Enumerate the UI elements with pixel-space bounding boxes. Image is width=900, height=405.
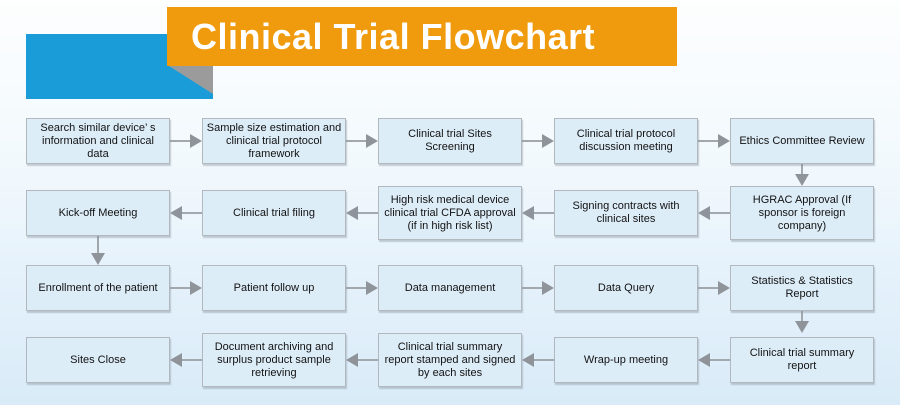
node-protocol-discussion: Clinical trial protocol discussion meeti… bbox=[554, 118, 698, 164]
node-data-management: Data management bbox=[378, 265, 522, 311]
node-cfda-approval: High risk medical device clinical trial … bbox=[378, 186, 522, 240]
arrow-head bbox=[190, 281, 202, 295]
node-label: Sites Close bbox=[70, 353, 126, 366]
arrow-head bbox=[698, 353, 710, 367]
node-signing-contracts: Signing contracts with clinical sites bbox=[554, 190, 698, 236]
arrow-right-icon bbox=[698, 134, 730, 148]
arrow-shaft bbox=[97, 236, 99, 253]
arrow-head bbox=[170, 353, 182, 367]
arrow-shaft bbox=[534, 212, 554, 214]
arrow-shaft bbox=[698, 140, 718, 142]
node-search-device-info: Search similar device’ s information and… bbox=[26, 118, 170, 164]
node-label: Clinical trial protocol discussion meeti… bbox=[576, 128, 676, 153]
arrow-left-icon bbox=[522, 206, 554, 220]
node-label: Data Query bbox=[597, 281, 655, 294]
node-label: Wrap-up meeting bbox=[583, 353, 669, 366]
arrow-left-icon bbox=[170, 353, 202, 367]
arrow-head bbox=[698, 206, 710, 220]
arrow-head bbox=[542, 134, 554, 148]
node-label: Signing contracts with clinical sites bbox=[572, 200, 680, 225]
node-sites-screening: Clinical trial Sites Screening bbox=[378, 118, 522, 164]
arrow-head bbox=[718, 281, 730, 295]
node-label: Patient follow up bbox=[233, 281, 315, 294]
node-trial-filing: Clinical trial filing bbox=[202, 190, 346, 236]
node-label: HGRAC Approval (If sponsor is foreign co… bbox=[752, 193, 852, 232]
node-hgrac-approval: HGRAC Approval (If sponsor is foreign co… bbox=[730, 186, 874, 240]
arrow-shaft bbox=[170, 287, 190, 289]
arrow-shaft bbox=[710, 359, 730, 361]
node-label: Data management bbox=[404, 281, 496, 294]
node-patient-enrollment: Enrollment of the patient bbox=[26, 265, 170, 311]
page-title: Clinical Trial Flowchart bbox=[191, 16, 596, 57]
node-summary-report: Clinical trial summary report bbox=[730, 337, 874, 383]
node-sample-size-estimation: Sample size estimation and clinical tria… bbox=[202, 118, 346, 164]
arrow-left-icon bbox=[346, 353, 378, 367]
arrow-shaft bbox=[358, 212, 378, 214]
node-wrapup-meeting: Wrap-up meeting bbox=[554, 337, 698, 383]
arrow-right-icon bbox=[170, 281, 202, 295]
arrow-head bbox=[795, 321, 809, 333]
node-label: Ethics Committee Review bbox=[739, 134, 865, 147]
node-ethics-review: Ethics Committee Review bbox=[730, 118, 874, 164]
node-label: Sample size estimation and clinical tria… bbox=[206, 121, 342, 160]
node-label: Kick-off Meeting bbox=[58, 206, 138, 219]
arrow-shaft bbox=[710, 212, 730, 214]
arrow-head bbox=[346, 353, 358, 367]
arrow-head bbox=[542, 281, 554, 295]
arrow-head bbox=[190, 134, 202, 148]
arrow-shaft bbox=[346, 287, 366, 289]
arrow-right-icon bbox=[346, 134, 378, 148]
arrow-shaft bbox=[801, 311, 803, 321]
arrow-head bbox=[522, 206, 534, 220]
node-data-query: Data Query bbox=[554, 265, 698, 311]
arrow-right-icon bbox=[698, 281, 730, 295]
arrow-shaft bbox=[358, 359, 378, 361]
arrow-right-icon bbox=[522, 134, 554, 148]
node-label: Clinical trial filing bbox=[233, 206, 315, 219]
arrow-left-icon bbox=[346, 206, 378, 220]
node-label: Clinical trial summary report bbox=[749, 347, 855, 372]
node-label: High risk medical device clinical trial … bbox=[384, 193, 516, 232]
node-report-stamped: Clinical trial summary report stamped an… bbox=[378, 333, 522, 387]
arrow-left-icon bbox=[698, 353, 730, 367]
arrow-shaft bbox=[182, 359, 202, 361]
arrow-shaft bbox=[522, 287, 542, 289]
arrow-shaft bbox=[346, 140, 366, 142]
node-label: Statistics & Statistics Report bbox=[751, 275, 853, 300]
arrow-down-icon bbox=[795, 164, 809, 186]
arrow-shaft bbox=[522, 140, 542, 142]
arrow-shaft bbox=[534, 359, 554, 361]
arrow-head bbox=[170, 206, 182, 220]
arrow-left-icon bbox=[170, 206, 202, 220]
arrow-shaft bbox=[170, 140, 190, 142]
node-patient-followup: Patient follow up bbox=[202, 265, 346, 311]
arrow-head bbox=[366, 281, 378, 295]
node-document-archiving: Document archiving and surplus product s… bbox=[202, 333, 346, 387]
node-label: Enrollment of the patient bbox=[38, 281, 158, 294]
arrow-head bbox=[366, 134, 378, 148]
arrow-head bbox=[718, 134, 730, 148]
arrow-down-icon bbox=[795, 311, 809, 333]
arrow-shaft bbox=[801, 164, 803, 174]
node-kickoff-meeting: Kick-off Meeting bbox=[26, 190, 170, 236]
title-banner: Clinical Trial Flowchart bbox=[167, 7, 677, 66]
arrow-head bbox=[795, 174, 809, 186]
node-sites-close: Sites Close bbox=[26, 337, 170, 383]
node-label: Search similar device’ s information and… bbox=[40, 121, 156, 160]
arrow-head bbox=[91, 253, 105, 265]
arrow-down-icon bbox=[91, 236, 105, 265]
arrow-left-icon bbox=[522, 353, 554, 367]
node-statistics-report: Statistics & Statistics Report bbox=[730, 265, 874, 311]
arrow-head bbox=[522, 353, 534, 367]
arrow-left-icon bbox=[698, 206, 730, 220]
arrow-shaft bbox=[698, 287, 718, 289]
arrow-right-icon bbox=[522, 281, 554, 295]
node-label: Clinical trial Sites Screening bbox=[408, 128, 492, 153]
arrow-right-icon bbox=[346, 281, 378, 295]
arrow-shaft bbox=[182, 212, 202, 214]
node-label: Document archiving and surplus product s… bbox=[214, 340, 334, 379]
arrow-right-icon bbox=[170, 134, 202, 148]
node-label: Clinical trial summary report stamped an… bbox=[384, 340, 516, 379]
arrow-head bbox=[346, 206, 358, 220]
